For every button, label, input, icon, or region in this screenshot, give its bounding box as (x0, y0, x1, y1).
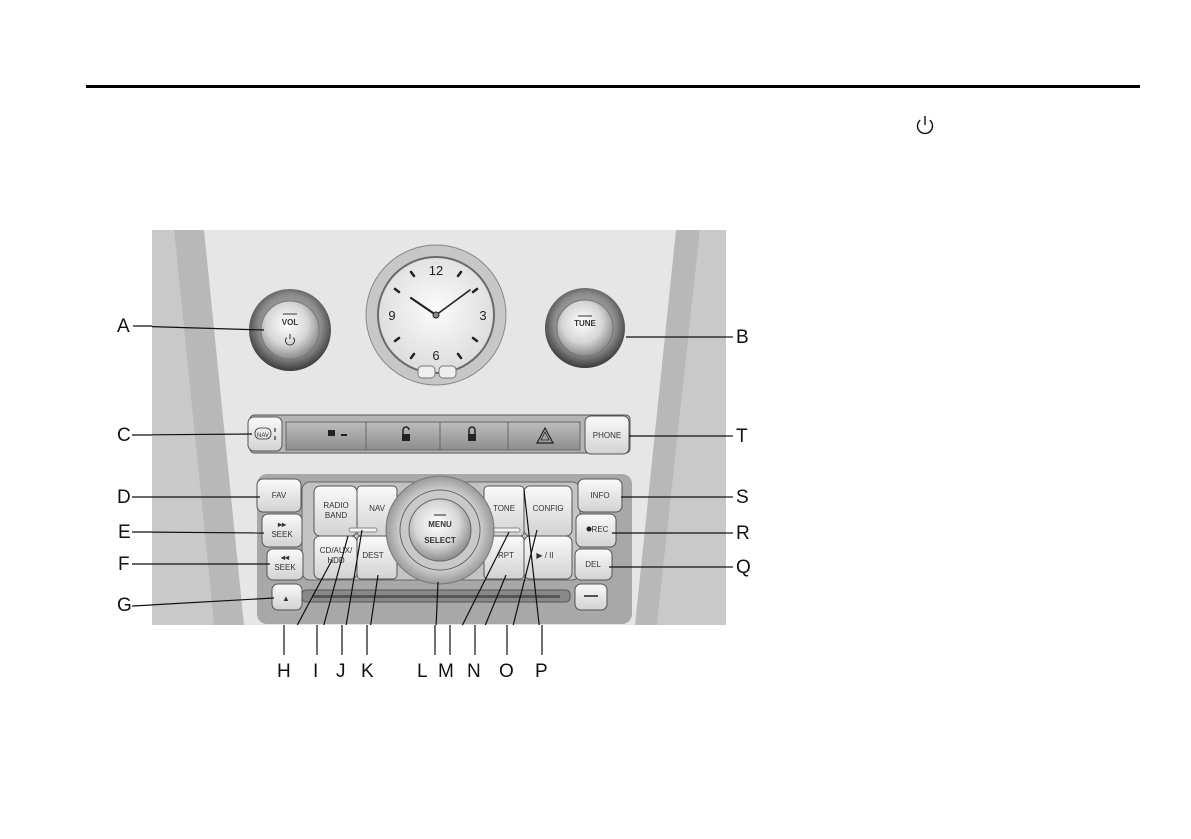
cd-aux-label: CD/AUX/ (320, 546, 353, 555)
eject-icon: ▲ (282, 594, 290, 603)
phone-label: PHONE (593, 431, 621, 440)
select-label: SELECT (424, 536, 456, 545)
seek-back-icon: ◂◂ (280, 553, 290, 562)
menu-select-knob[interactable]: MENU SELECT (385, 475, 495, 585)
clock-numeral-9: 9 (388, 308, 395, 323)
left-trim (152, 230, 214, 625)
callout-t: T (736, 426, 748, 447)
callout-e: E (118, 522, 131, 543)
power-icon (285, 337, 295, 346)
nav-small-label: NAV (257, 433, 269, 439)
unlock-icon (402, 426, 410, 441)
hdd-label: HDD (327, 556, 345, 565)
tune-knob[interactable]: TUNE (545, 288, 625, 368)
radio-label: RADIO (323, 501, 348, 510)
vol-label: VOL (282, 318, 299, 327)
power-icon (916, 116, 934, 135)
play-pause-label: ▶ / II (536, 551, 553, 560)
lock-closed-icon (468, 426, 476, 441)
rpt-label: RPT (498, 551, 514, 560)
play-pause-button[interactable] (523, 535, 573, 580)
callout-k: K (361, 661, 374, 682)
callout-n: N (467, 661, 481, 682)
rec-button[interactable] (575, 513, 617, 548)
seek-forward-icon: ▸▸ (277, 520, 287, 529)
callout-g: G (117, 595, 132, 616)
callout-b: B (736, 327, 749, 348)
right-eject-button[interactable] (574, 583, 608, 611)
clock-numeral-6: 6 (432, 348, 439, 363)
band-label: BAND (325, 511, 347, 520)
callout-a: A (117, 316, 130, 337)
callout-q: Q (736, 557, 751, 578)
right-trim (657, 230, 726, 625)
config-label: CONFIG (532, 504, 563, 513)
seek-forward-label: SEEK (271, 530, 293, 539)
seek-back-label: SEEK (274, 563, 296, 572)
callout-i: I (313, 661, 319, 682)
radio-panel-photo: VOL TUNE 12 3 6 9 (152, 230, 726, 625)
dest-label: DEST (362, 551, 383, 560)
rec-label: REC (592, 525, 609, 534)
analog-clock: 12 3 6 9 (365, 244, 507, 386)
callout-d: D (117, 487, 131, 508)
callout-f: F (118, 554, 130, 575)
callout-h: H (277, 661, 291, 682)
fav-label: FAV (272, 491, 287, 500)
phone-button[interactable] (584, 415, 630, 455)
clock-numeral-3: 3 (479, 308, 486, 323)
top-rule (86, 85, 1140, 88)
lock-icon (328, 430, 335, 436)
callout-r: R (736, 523, 750, 544)
tone-label: TONE (493, 504, 515, 513)
callout-s: S (736, 487, 749, 508)
hazard-icon (536, 426, 554, 444)
minute-hand (435, 289, 471, 316)
callout-j: J (336, 661, 346, 682)
tune-label: TUNE (574, 319, 596, 328)
callout-c: C (117, 425, 131, 446)
nav-label: NAV (369, 504, 386, 513)
del-button[interactable] (574, 548, 613, 581)
callout-p: P (535, 661, 548, 682)
seek-forward-button[interactable] (261, 513, 303, 548)
record-dot-icon (586, 526, 592, 532)
clock-numeral-12: 12 (429, 263, 443, 278)
callout-l: L (417, 661, 428, 682)
hazard-button[interactable] (507, 421, 581, 451)
fav-button[interactable] (256, 478, 302, 513)
info-button[interactable] (577, 478, 623, 513)
callout-o: O (499, 661, 514, 682)
callout-m: M (438, 661, 454, 682)
menu-label: MENU (428, 520, 452, 529)
hour-hand (409, 296, 438, 317)
info-label: INFO (590, 491, 609, 500)
volume-knob[interactable]: VOL (249, 289, 331, 371)
del-label: DEL (585, 560, 601, 569)
